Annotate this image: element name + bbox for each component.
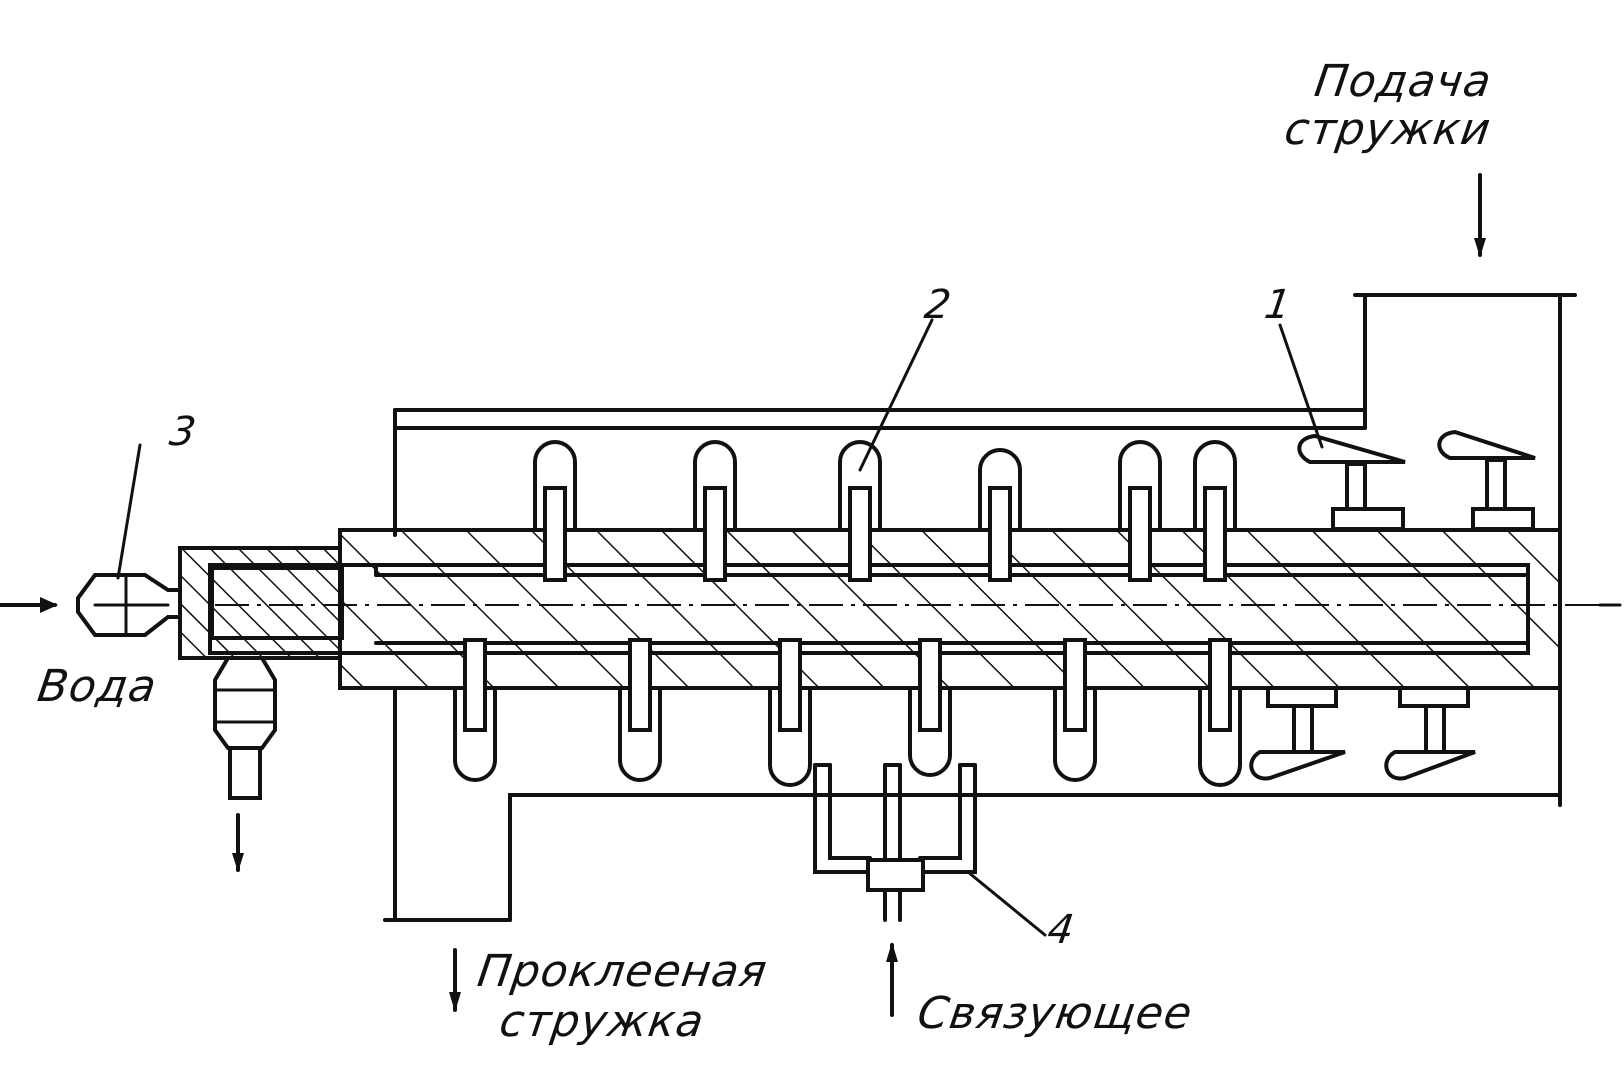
binder-label: Связующее bbox=[914, 988, 1196, 1039]
feed-chips-label-line1: Подача bbox=[1311, 56, 1496, 107]
water-label: Вода bbox=[34, 661, 161, 712]
flow-arrows bbox=[0, 173, 1622, 1017]
mixing-paddles-top bbox=[533, 440, 1237, 582]
water-inlet-fitting bbox=[76, 573, 182, 637]
binder-distributor bbox=[813, 763, 977, 922]
glued-chips-label-line2: стружка bbox=[496, 996, 708, 1047]
callout-leaders bbox=[116, 318, 1324, 937]
glued-chips-label-line1: Проклееная bbox=[474, 946, 771, 997]
water-outlet-fitting bbox=[213, 656, 277, 800]
feed-chips-label-line2: стружки bbox=[1281, 104, 1495, 155]
feed-blades bbox=[1249, 429, 1536, 781]
mixing-paddles-bottom bbox=[453, 638, 1242, 787]
